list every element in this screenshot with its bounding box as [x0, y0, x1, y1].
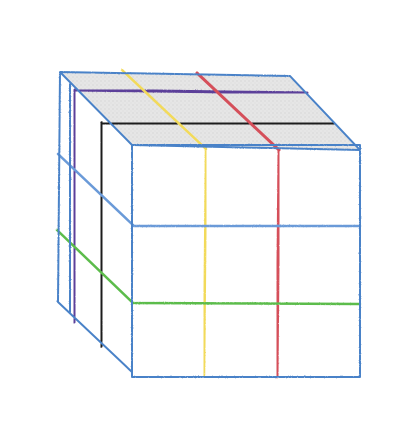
- red-front-line: [275, 148, 281, 379]
- purple-left-line: [72, 88, 77, 324]
- yellow-front-line: [202, 147, 208, 377]
- purple-top-line: [73, 88, 309, 95]
- cube-outline: [57, 71, 361, 378]
- blue-band-line: [56, 152, 362, 228]
- black-left-line: [99, 121, 104, 348]
- red-top-line: [195, 71, 281, 152]
- yellow-top-line: [120, 68, 208, 151]
- black-top-line: [100, 121, 335, 126]
